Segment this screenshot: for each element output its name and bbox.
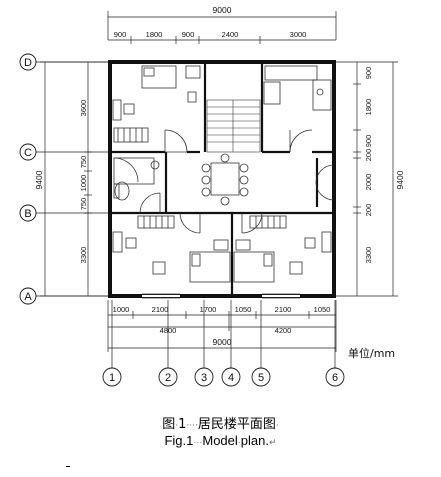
dim-right-3: 900	[364, 135, 373, 148]
dim-bottom-6: 1050	[314, 305, 331, 314]
dim-right-7: 3300	[364, 247, 373, 264]
axis-row-a: A	[24, 291, 32, 303]
dim-bottom-left-span: 4800	[160, 326, 177, 335]
dim-left-2: 750	[79, 156, 88, 169]
figure-caption-cn: 图·1····居民楼平面图·	[162, 417, 279, 432]
caption-en-number: 1	[186, 433, 194, 448]
figure-caption-en: Fig.1···Model·plan.↵	[164, 433, 277, 448]
dim-right-5: 2000	[364, 174, 373, 191]
dim-left-3: 1000	[79, 175, 88, 192]
dim-left-1: 3600	[79, 100, 88, 117]
axis-col-3: 3	[201, 372, 207, 384]
dim-right-total: 9400	[395, 170, 405, 189]
dim-bottom-total: 9000	[213, 337, 232, 347]
caption-cn-prefix: 图	[162, 417, 176, 432]
dim-top-4: 2400	[222, 30, 239, 39]
dim-left-4: 750	[79, 198, 88, 211]
dim-top-total: 9000	[213, 5, 232, 15]
dim-top-2: 1800	[146, 30, 163, 39]
caption-en-title-2: plan.	[240, 433, 269, 448]
dim-right-1: 900	[364, 67, 373, 80]
dim-bottom-2: 2100	[152, 305, 169, 314]
dim-left-5: 3300	[79, 247, 88, 264]
axis-col-2: 2	[165, 372, 171, 384]
axis-row-b: B	[24, 208, 31, 220]
dim-left-total: 9400	[34, 170, 44, 189]
dim-bottom-1: 1000	[113, 305, 130, 314]
caption-cn-number: 1	[178, 417, 187, 432]
paragraph-mark	[66, 466, 70, 467]
caption-cn-title: 居民楼平面图	[197, 417, 276, 432]
dim-right-4: 200	[364, 149, 373, 162]
dim-top-1: 900	[114, 30, 127, 39]
dim-bottom-5: 2100	[275, 305, 292, 314]
axis-col-1: 1	[109, 372, 115, 384]
dim-top-5: 3000	[290, 30, 307, 39]
caption-en-prefix: Fig.	[164, 433, 187, 448]
dim-right-2: 1800	[364, 99, 373, 116]
caption-en-title-1: Model	[202, 433, 238, 448]
dim-top-3: 900	[182, 30, 195, 39]
unit-label: 单位/mm	[348, 346, 395, 360]
dim-bottom-3: 1700	[200, 305, 217, 314]
dim-right-6: 200	[364, 204, 373, 217]
dim-bottom-right-span: 4200	[275, 326, 292, 335]
axis-row-c: C	[24, 147, 32, 159]
floor-plan-drawing: D C B A 1 2 3 4 5 6 9000 900 1800 900 24…	[19, 5, 405, 387]
axis-row-d: D	[24, 57, 32, 69]
axis-col-4: 4	[228, 372, 234, 384]
dim-bottom-4: 1050	[235, 305, 252, 314]
axis-col-6: 6	[332, 372, 338, 384]
axis-col-5: 5	[258, 372, 264, 384]
